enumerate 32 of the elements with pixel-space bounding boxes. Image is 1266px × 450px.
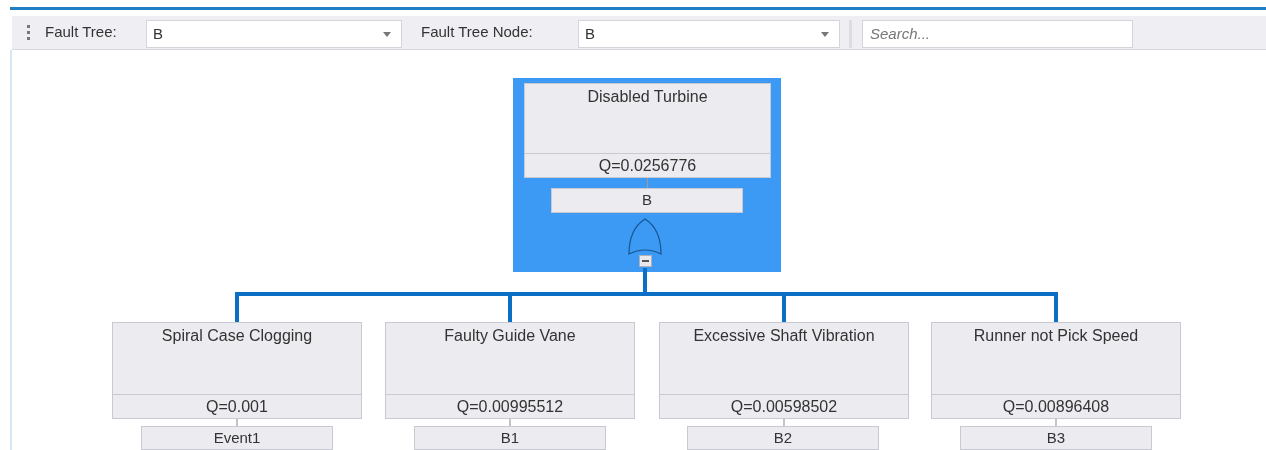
event-title: Excessive Shaft Vibration [692,327,876,345]
connector-line [236,418,238,427]
dropdown-field: B [578,20,840,48]
probability-value: Q=0.001 [206,397,268,417]
node-id-label: B3 [960,426,1152,450]
probability-value: Q=0.00598502 [730,397,838,417]
event-title: Disabled Turbine [586,88,709,106]
node-id-label: Event1 [141,426,333,450]
connector-line [1055,418,1057,427]
event-box [659,322,909,419]
selection-highlight [513,78,781,272]
field-label: Fault Tree: [45,23,118,42]
dropdown-field: B [146,20,402,48]
event-box [931,322,1181,419]
or-gate-symbol [626,217,664,268]
node-id-label: B1 [414,426,606,450]
node-id-label: B2 [687,426,879,450]
connector-line [783,418,785,427]
probability-value: Q=0.00995512 [456,397,564,417]
probability-value: Q=0.00896408 [1002,397,1110,417]
search-field: Search... [862,20,1133,48]
field-label: Fault Tree Node: [421,23,534,42]
event-title: Spiral Case Clogging [160,327,314,345]
event-title: Runner not Pick Speed [972,327,1140,345]
probability-value: Q=0.0256776 [598,156,697,176]
event-box [112,322,362,419]
event-title: Faulty Guide Vane [443,327,577,345]
node-id-label: B [551,188,743,213]
event-box [385,322,635,419]
connector-line [509,418,511,427]
connector-line [646,177,649,189]
event-box [524,83,771,178]
